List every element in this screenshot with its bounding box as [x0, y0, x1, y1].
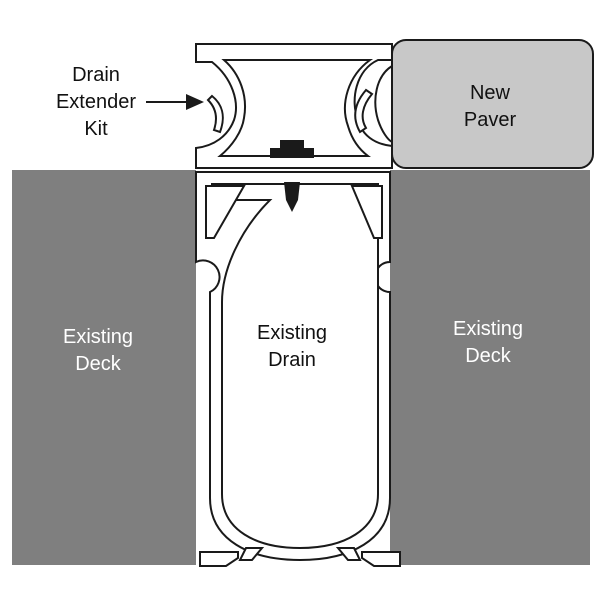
label-line: Deck — [465, 345, 511, 367]
existing-deck-right-label: Existing Deck — [438, 316, 538, 370]
drain-extender-kit-label: Drain Extender Kit — [46, 62, 146, 143]
label-line: Existing — [62, 326, 134, 348]
drain-extender-kit — [195, 43, 393, 169]
label-line: Drain — [268, 349, 316, 371]
existing-deck-left-slab — [12, 170, 196, 565]
existing-deck-right-slab — [390, 170, 590, 565]
new-paver-label: New Paver — [440, 80, 540, 134]
label-line: Existing — [452, 318, 524, 340]
label-line: Deck — [75, 353, 121, 375]
existing-deck-left-label: Existing Deck — [48, 324, 148, 378]
callout-arrow — [146, 94, 204, 110]
label-line: Paver — [463, 109, 517, 131]
existing-drain-label: Existing Drain — [242, 320, 342, 374]
label-line: Drain — [72, 64, 120, 86]
fastener-screw — [270, 140, 314, 212]
existing-drain — [195, 171, 401, 567]
label-line: Existing — [256, 322, 328, 344]
label-line: New — [469, 82, 510, 104]
label-line: Extender — [55, 91, 137, 113]
label-line: Kit — [84, 118, 108, 140]
